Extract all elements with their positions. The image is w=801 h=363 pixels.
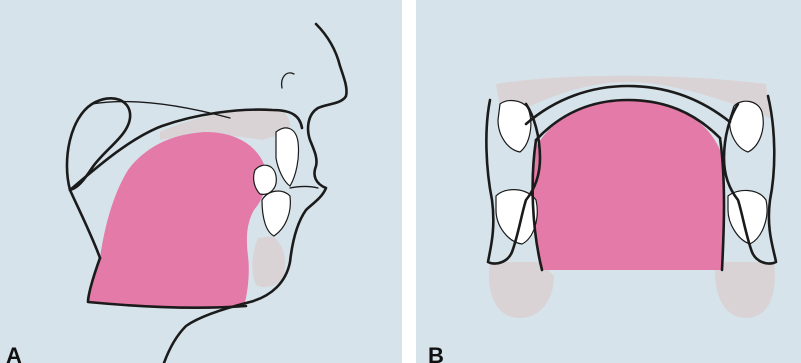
nostril-outline bbox=[282, 73, 294, 88]
throat-outline bbox=[70, 190, 100, 258]
ear-loop bbox=[67, 98, 130, 190]
tongue bbox=[88, 132, 266, 309]
sagittal-illustration bbox=[0, 0, 402, 363]
mouth-line bbox=[290, 187, 318, 189]
premolar bbox=[254, 165, 277, 194]
coronal-illustration bbox=[416, 0, 801, 363]
lower-incisor-root bbox=[252, 236, 285, 287]
lower-incisor bbox=[262, 191, 290, 236]
panel-label-b: B bbox=[428, 343, 444, 363]
nasal-cavity-outline bbox=[92, 102, 230, 118]
panel-gap bbox=[402, 0, 416, 363]
left-upper-molar bbox=[498, 101, 531, 152]
panel-label-a: A bbox=[6, 343, 22, 363]
tongue bbox=[532, 100, 725, 270]
lower-gum-left bbox=[489, 262, 554, 318]
upper-incisor bbox=[276, 128, 299, 186]
lower-gum-right bbox=[715, 262, 775, 318]
panel-a-sagittal: A bbox=[0, 0, 402, 363]
panel-b-coronal: B bbox=[416, 0, 801, 363]
